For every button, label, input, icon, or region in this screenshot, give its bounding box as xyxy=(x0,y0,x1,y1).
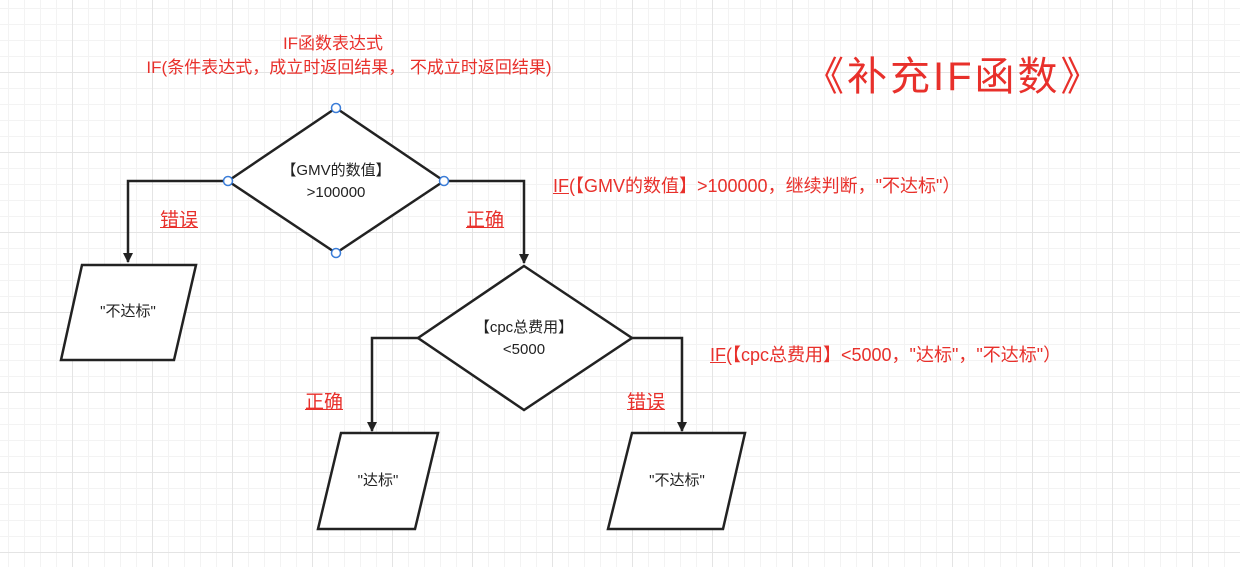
edge-label-d2-true: 正确 xyxy=(305,392,344,413)
output-mid-parallelogram[interactable] xyxy=(316,431,440,531)
edge-d1-true-connector xyxy=(444,179,529,264)
edge-label-d1-true: 正确 xyxy=(466,210,505,231)
decision-cpc-diamond[interactable] xyxy=(415,264,635,412)
output-left-parallelogram[interactable] xyxy=(59,263,198,362)
decision-cpc-line1: 【cpc总费用】 xyxy=(474,319,574,336)
edge-label-d2-false: 错误 xyxy=(627,392,666,413)
edge-d2-true-connector xyxy=(367,336,418,432)
decision-cpc-label: 【cpc总费用】 <5000 xyxy=(475,317,573,361)
formula-gmv: IF(【GMV的数值】>100000，继续判断，"不达标"） xyxy=(553,172,960,198)
output-mid-label: "达标" xyxy=(357,472,399,489)
edge-d2-false-connector xyxy=(632,336,687,432)
page-title: 《补充IF函数》 xyxy=(804,55,1104,99)
formula-cpc: IF(【cpc总费用】<5000，"达标"，"不达标"） xyxy=(710,341,1061,367)
edge-label-d1-false: 错误 xyxy=(160,210,199,231)
output-right-label: "不达标" xyxy=(649,472,705,489)
connection-handle-bottom[interactable] xyxy=(330,247,342,259)
output-left-label: "不达标" xyxy=(100,303,156,320)
decision-gmv-line1: 【GMV的数值】 xyxy=(281,162,391,179)
output-right-parallelogram[interactable] xyxy=(606,431,747,531)
formula-gmv-if: IF xyxy=(553,176,569,196)
connection-handle-left[interactable] xyxy=(222,175,234,187)
formula-gmv-body: (【GMV的数值】>100000，继续判断，"不达标"） xyxy=(569,176,961,196)
decision-gmv-line2: >100000 xyxy=(306,184,366,201)
header-line-1: IF函数表达式 xyxy=(282,34,384,53)
formula-cpc-body: (【cpc总费用】<5000，"达标"，"不达标"） xyxy=(726,345,1062,365)
edge-d1-false-connector xyxy=(123,179,228,263)
header-line-2: IF(条件表达式，成立时返回结果， 不成立时返回结果) xyxy=(146,58,552,77)
connection-handle-right[interactable] xyxy=(438,175,450,187)
formula-cpc-if: IF xyxy=(710,345,726,365)
connection-handle-top[interactable] xyxy=(330,102,342,114)
decision-gmv-label: 【GMV的数值】 >100000 xyxy=(281,160,390,204)
decision-cpc-line2: <5000 xyxy=(502,341,546,358)
